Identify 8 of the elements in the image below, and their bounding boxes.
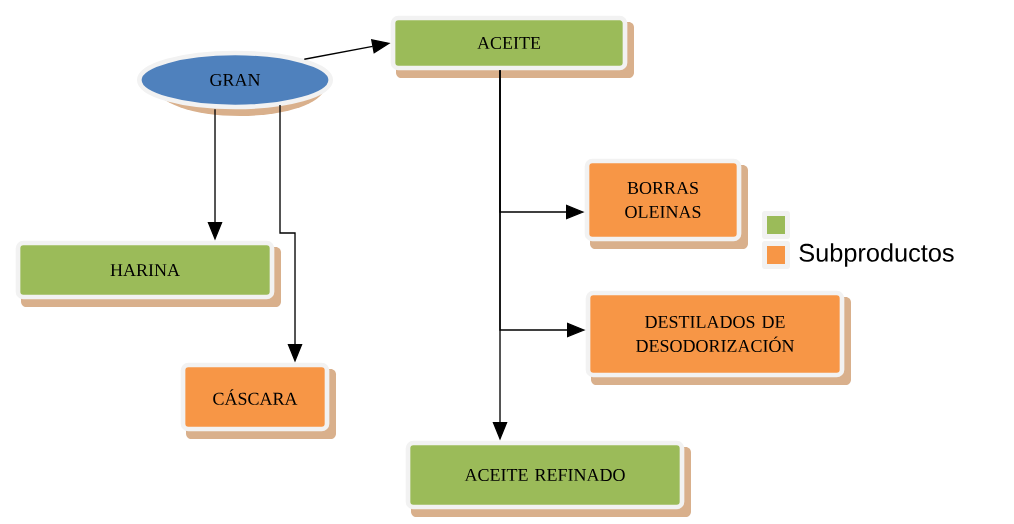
process-box: CÁSCARA xyxy=(180,362,336,439)
process-box: BORRAS OLEINAS xyxy=(584,158,748,249)
process-box: ACEITE REFINADO xyxy=(405,440,691,517)
process-box: HARINA xyxy=(15,240,281,307)
legend-text: Subproductos xyxy=(799,243,954,267)
process-box: DESTILADOS DE DESODORIZACIÓN xyxy=(585,290,851,385)
process-box: ACEITE xyxy=(390,15,634,78)
ellipse-node: GRAN xyxy=(137,50,334,116)
